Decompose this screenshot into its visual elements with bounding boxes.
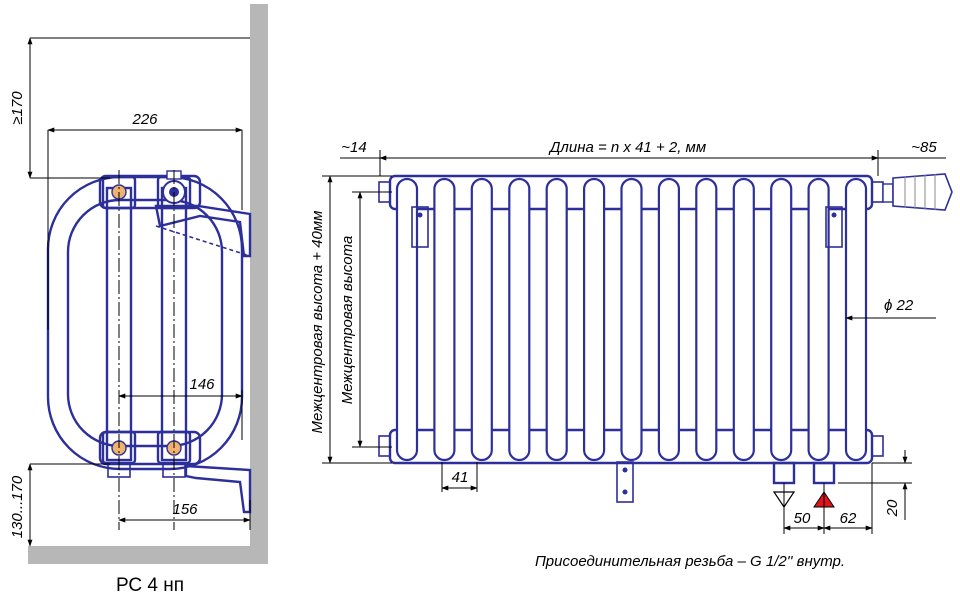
dim-pipe-drop: 20 xyxy=(884,499,901,517)
side-radiator-body xyxy=(46,170,252,514)
dim-pipe-b: 62 xyxy=(840,510,857,527)
radiator-section xyxy=(508,177,531,462)
radiator-section xyxy=(433,177,456,462)
radiator-section xyxy=(807,177,830,462)
dim-center-height: Межцентровая высота xyxy=(339,236,356,405)
dim-diameter: ϕ 22 xyxy=(884,297,914,314)
radiator-section xyxy=(470,177,493,462)
dim-pipe-a: 50 xyxy=(794,510,811,527)
radiator-section xyxy=(545,177,568,462)
radiator-section xyxy=(844,177,868,462)
dim-right-end: ~85 xyxy=(911,139,937,156)
radiator-sections xyxy=(395,177,868,462)
dim-top-clearance: ≥170 xyxy=(9,91,26,125)
dim-left-end: ~14 xyxy=(341,139,366,156)
dim-length: Длина = n x 41 + 2, мм xyxy=(548,139,706,156)
dim-width: 226 xyxy=(131,111,158,128)
radiator-section xyxy=(695,177,718,462)
radiator-section xyxy=(395,177,419,462)
thermostat-head-icon xyxy=(882,173,953,211)
side-view: ≥170 226 146 156 130...170 РС 4 нп xyxy=(9,4,268,596)
dim-center-height-plus: Межцентровая высота + 40мм xyxy=(309,211,326,434)
connection-thread-note: Присоединительная резьба – G 1/2'' внутр… xyxy=(535,553,845,570)
wall-bracket xyxy=(411,206,843,503)
front-view: Длина = n x 41 + 2, мм ~14 ~85 Межцентро… xyxy=(309,139,953,570)
wall xyxy=(28,4,268,564)
dim-pitch: 41 xyxy=(452,469,469,486)
side-view-caption: РС 4 нп xyxy=(116,575,184,596)
radiator-section xyxy=(582,177,606,462)
dim-bottom-offset: 156 xyxy=(172,501,198,518)
radiator-section xyxy=(770,177,793,462)
dim-axis: 146 xyxy=(189,376,215,393)
dim-floor-clearance: 130...170 xyxy=(9,475,26,538)
radiator-section xyxy=(620,177,643,462)
radiator-section xyxy=(732,177,755,462)
radiator-section xyxy=(657,177,681,462)
